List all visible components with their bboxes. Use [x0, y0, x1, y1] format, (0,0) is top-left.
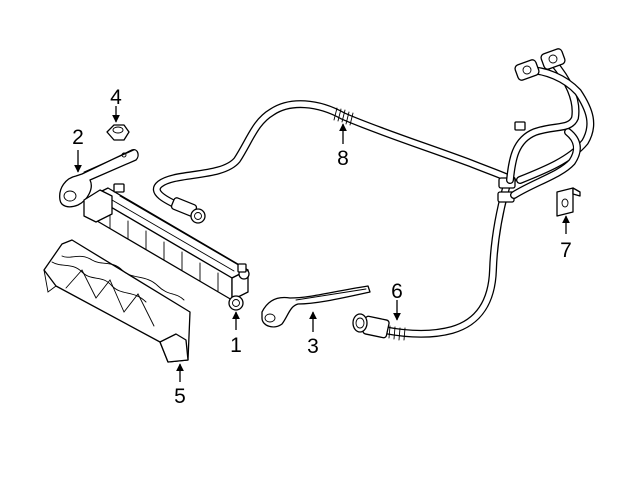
callout-2: 2 — [72, 126, 84, 173]
callout-label-3: 3 — [307, 335, 319, 358]
callout-4: 4 — [110, 86, 122, 123]
pipe-flange-left — [514, 59, 540, 81]
callout-label-4: 4 — [110, 86, 122, 109]
callout-8: 8 — [337, 123, 349, 170]
callout-label-7: 7 — [560, 239, 572, 262]
cooler-bracket-2 — [59, 149, 139, 208]
cooler-pipes-upper-right — [506, 48, 595, 199]
callout-label-6: 6 — [391, 280, 403, 303]
air-duct-5 — [43, 239, 191, 363]
callout-5: 5 — [174, 363, 186, 408]
pipe-flange-right — [540, 48, 566, 70]
mounting-bracket-7 — [556, 187, 581, 217]
callout-6: 6 — [391, 280, 403, 321]
hose-bracket-3 — [261, 285, 371, 328]
hose-sleeve-6 — [388, 325, 406, 341]
cooler-hose-lower — [352, 177, 516, 341]
callout-1: 1 — [230, 311, 242, 357]
callout-label-8: 8 — [337, 147, 349, 170]
callout-3: 3 — [307, 311, 319, 358]
oil-cooler-1 — [83, 183, 250, 311]
callout-label-5: 5 — [174, 385, 186, 408]
cooler-fins — [109, 195, 241, 292]
callout-7: 7 — [560, 215, 572, 262]
callout-label-1: 1 — [230, 334, 242, 357]
cooler-hose-upper — [152, 100, 516, 224]
hex-nut-4 — [106, 124, 130, 141]
callout-label-2: 2 — [72, 126, 84, 149]
hose-sleeve-8 — [333, 107, 354, 126]
